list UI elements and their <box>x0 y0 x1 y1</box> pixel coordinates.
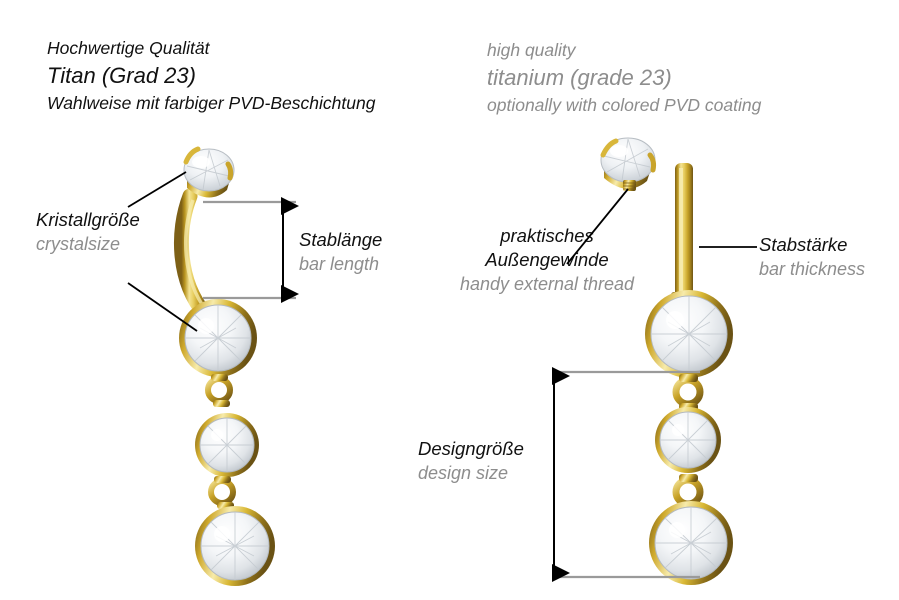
label-design-size-de: Designgröße <box>418 438 524 459</box>
detached-prong-crystal <box>600 137 657 191</box>
jump-ring-1 <box>205 374 233 407</box>
label-external-thread-de-line1: praktisches <box>500 225 594 246</box>
jump-ring-1-right <box>672 374 704 411</box>
bar-shaft <box>675 163 693 303</box>
bar-highlight <box>679 168 683 296</box>
medium-bezel-crystal-right <box>655 407 721 473</box>
header-english-line3: optionally with colored PVD coating <box>487 95 762 115</box>
link-bar-top <box>679 374 698 382</box>
leader-crystal-size-lower <box>127 282 198 332</box>
crystal-highlight <box>666 311 684 329</box>
curved-bar-highlight <box>184 199 208 312</box>
prong-cup <box>604 160 652 189</box>
leader-crystal-size-upper <box>127 171 187 208</box>
large-bezel-crystal-right <box>645 290 733 378</box>
label-design-size: Designgröße design size <box>418 437 524 485</box>
prong-right <box>647 152 657 173</box>
crystal-highlight <box>214 526 230 542</box>
label-bar-thickness-de: Stabstärke <box>759 234 848 255</box>
label-crystal-size-en: crystalsize <box>36 234 121 254</box>
label-external-thread-de-line2: Außengewinde <box>485 249 609 270</box>
dimension-bar-length <box>203 197 299 303</box>
crystal-highlight <box>192 156 210 168</box>
header-german: Hochwertige Qualität Titan (Grad 23) Wah… <box>47 36 375 116</box>
dimension-design-size <box>552 367 700 582</box>
crystal-highlight <box>198 318 214 334</box>
crystal-facets <box>201 512 269 580</box>
header-german-line2: Titan (Grad 23) <box>47 63 196 88</box>
label-crystal-size: Kristallgröße crystalsize <box>36 208 140 256</box>
large-bezel-crystal <box>179 299 257 377</box>
label-crystal-size-de: Kristallgröße <box>36 209 140 230</box>
medium-bezel-crystal <box>195 413 259 477</box>
header-german-line3: Wahlweise mit farbiger PVD-Beschichtung <box>47 93 376 113</box>
label-bar-length-de: Stablänge <box>299 229 383 250</box>
crystal-facets <box>651 296 727 372</box>
bottom-bezel-crystal <box>195 506 275 586</box>
crystal-highlight <box>669 522 685 538</box>
right-product-illustration <box>600 137 733 585</box>
crystal-facets <box>660 412 716 468</box>
label-external-thread-en: handy external thread <box>459 274 635 294</box>
header-english: high quality titanium (grade 23) optiona… <box>487 38 761 118</box>
link-bar-top <box>679 474 698 482</box>
label-bar-thickness: Stabstärke bar thickness <box>759 233 865 281</box>
straight-bar <box>671 163 698 303</box>
bottom-bezel-crystal-right <box>649 501 733 585</box>
label-bar-thickness-en: bar thickness <box>759 259 866 279</box>
prong-left <box>600 138 619 158</box>
crystal-facets <box>186 149 230 191</box>
prong-right <box>225 161 234 181</box>
label-design-size-en: design size <box>418 463 509 483</box>
link-bar-top <box>214 476 231 483</box>
left-product-illustration <box>173 146 275 586</box>
label-external-thread: praktisches Außengewinde handy external … <box>451 224 643 296</box>
curved-bar <box>173 188 213 322</box>
crystal-highlight <box>610 145 628 157</box>
crystal-facets <box>603 138 651 182</box>
top-prong-crystal <box>183 146 235 198</box>
crystal-highlight <box>672 424 684 436</box>
crystal-highlight <box>211 429 223 441</box>
header-english-line2: titanium (grade 23) <box>487 65 672 90</box>
leader-external-thread <box>566 188 629 265</box>
crystal-facets <box>655 507 727 579</box>
prong-left <box>183 146 201 165</box>
crystal-facets <box>185 305 251 371</box>
header-german-line1: Hochwertige Qualität <box>47 38 210 58</box>
jump-ring-2 <box>208 476 236 509</box>
crystal-facets <box>200 418 254 472</box>
label-bar-length: Stablänge bar length <box>299 228 382 276</box>
header-english-line1: high quality <box>487 40 576 60</box>
thread-grooves <box>623 182 636 190</box>
leader-lines <box>127 171 757 332</box>
label-bar-length-en: bar length <box>299 254 380 274</box>
link-bar-top <box>211 374 228 381</box>
link-bar-bottom <box>213 400 230 407</box>
